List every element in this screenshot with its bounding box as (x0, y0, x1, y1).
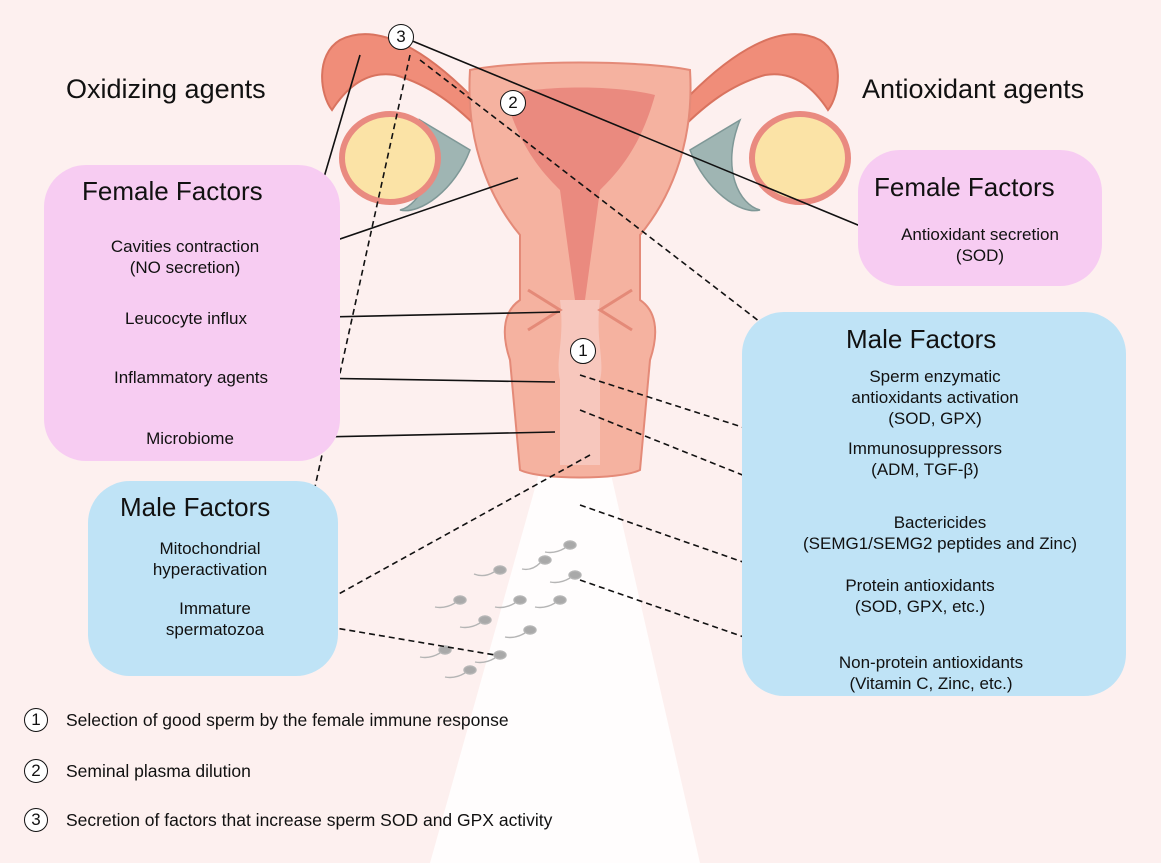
sperm-cluster (419, 540, 582, 679)
right-fallopian-tube (677, 33, 839, 134)
title-oxidizing: Oxidizing agents (66, 74, 266, 104)
left-female-factors-box (44, 165, 340, 461)
uterine-cavity (505, 87, 655, 300)
protein-antioxidants-label: Protein antioxidants(SOD, GPX, etc.) (845, 576, 995, 616)
marker-3: 3 (388, 24, 414, 50)
legend-row-2: 2 Seminal plasma dilution (24, 759, 251, 783)
left-female-heading: Female Factors (82, 176, 263, 206)
right-female-factors-box (858, 150, 1102, 286)
legend-row-3: 3 Secretion of factors that increase spe… (24, 808, 552, 832)
non-protein-antioxidants-label: Non-protein antioxidants(Vitamin C, Zinc… (838, 653, 1024, 693)
right-male-factors-box (742, 312, 1126, 696)
antioxidant-secretion-label: Antioxidant secretion(SOD) (901, 225, 1059, 265)
cervical-canal (558, 300, 602, 465)
left-male-factors-box (88, 481, 338, 676)
right-ovary (749, 111, 851, 205)
legend-number: 2 (24, 759, 48, 783)
legend-number: 3 (24, 808, 48, 832)
right-ligament (689, 118, 761, 212)
bactericides-label: Bactericides(SEMG1/SEMG2 peptides and Zi… (802, 513, 1077, 553)
right-female-heading: Female Factors (874, 172, 1055, 202)
immunosuppressors-label: Immunosuppressors(ADM, TGF-β) (847, 439, 1002, 479)
legend-text: Selection of good sperm by the female im… (66, 709, 509, 730)
inflammatory-agents-label: Inflammatory agents (113, 368, 268, 387)
legend-row-1: 1 Selection of good sperm by the female … (24, 708, 509, 732)
right-male-heading: Male Factors (846, 324, 997, 354)
semen-cone (430, 470, 700, 863)
legend-text: Secretion of factors that increase sperm… (66, 809, 553, 830)
microbiome-label: Microbiome (146, 429, 234, 448)
left-ovary (339, 111, 441, 205)
marker-1: 1 (570, 338, 596, 364)
title-antioxidant: Antioxidant agents (862, 74, 1085, 104)
legend-number: 1 (24, 708, 48, 732)
marker-2: 2 (500, 90, 526, 116)
leucocyte-influx-label: Leucocyte influx (125, 309, 247, 328)
cervix-folds (527, 288, 633, 332)
left-male-heading: Male Factors (120, 492, 271, 522)
cavities-contraction-label: Cavities contraction(NO secretion) (110, 237, 260, 277)
legend-text: Seminal plasma dilution (66, 760, 251, 781)
